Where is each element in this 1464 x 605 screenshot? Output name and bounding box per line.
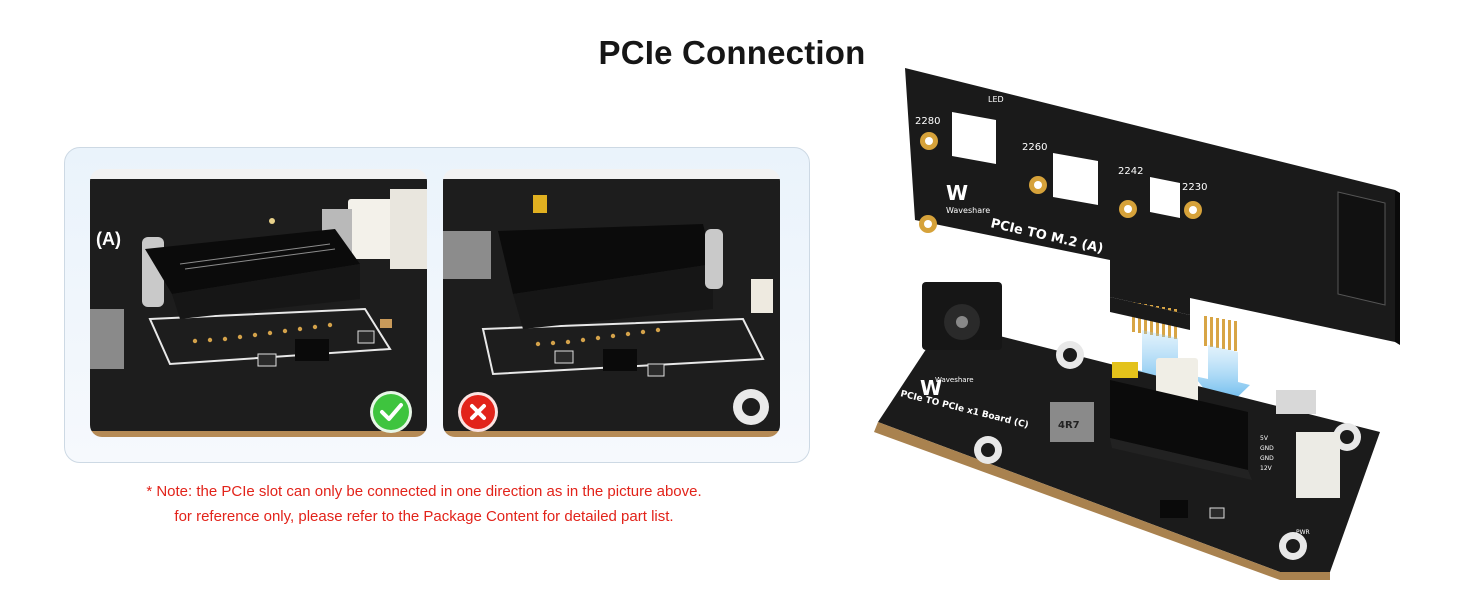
- svg-text:W: W: [946, 181, 968, 205]
- correct-orientation-photo: (A): [90, 169, 427, 437]
- page-title: PCIe Connection: [598, 34, 866, 71]
- pin-label-12v: 12V: [1260, 465, 1273, 472]
- top-board-brand: Waveshare: [946, 206, 990, 215]
- m2-adapter-board: W: [905, 68, 1400, 351]
- bottom-board-brand: Waveshare: [935, 376, 974, 384]
- pwr-label: PWR: [1296, 529, 1310, 536]
- pin-label-gnd-2: GND: [1260, 455, 1274, 462]
- pin-label-gnd-1: GND: [1260, 445, 1274, 452]
- svg-text:W: W: [920, 376, 942, 400]
- incorrect-orientation-photo: [443, 169, 780, 437]
- comparison-card: (A): [64, 147, 810, 463]
- board-assembly-illustration: W 2280 2260 2242 2230 LED Waveshare PCIe…: [860, 60, 1464, 600]
- inductor-label: 4R7: [1058, 420, 1080, 431]
- insert-arrow-right: [1194, 345, 1250, 412]
- pin-label-5v: 5V: [1260, 435, 1269, 442]
- size-label-2280: 2280: [915, 116, 940, 127]
- note-line-1: * Note: the PCIe slot can only be connec…: [146, 483, 702, 500]
- size-label-2242: 2242: [1118, 166, 1143, 177]
- note-line-2: for reference only, please refer to the …: [174, 508, 674, 525]
- board-variant-label: (A): [96, 229, 121, 249]
- cross-circle-icon: [461, 395, 495, 429]
- pcie-x1-base-board: W: [874, 282, 1380, 580]
- size-label-2260: 2260: [1022, 142, 1047, 153]
- size-label-2230: 2230: [1182, 182, 1207, 193]
- led-label: LED: [988, 95, 1004, 104]
- check-circle-icon: [373, 394, 409, 430]
